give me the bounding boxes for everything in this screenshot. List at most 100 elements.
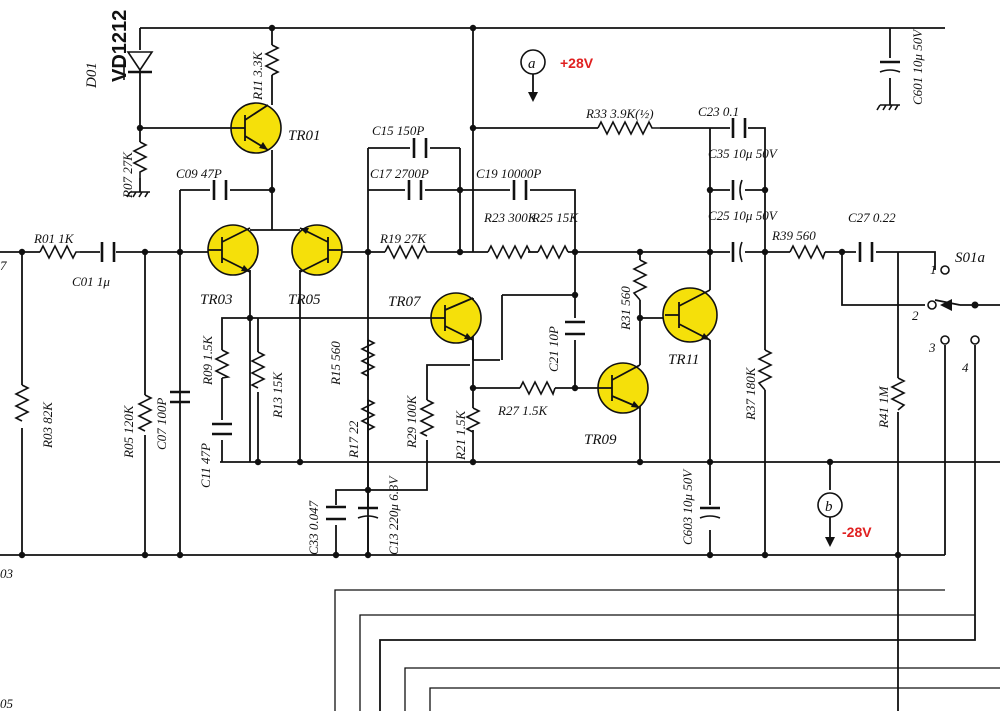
capacitor-c09 xyxy=(212,180,228,200)
r09-label: R09 1.5K xyxy=(200,335,215,386)
transistor-tr11: TR11 xyxy=(662,287,718,368)
r17-label: R17 22 xyxy=(346,420,361,459)
ground-symbols xyxy=(126,104,900,198)
r05-label: R05 120K xyxy=(121,404,136,459)
c21-label: C21 10P xyxy=(546,326,561,372)
resistor-r13 xyxy=(250,351,266,389)
c09-label: C09 47P xyxy=(176,166,222,181)
c23-label: C23 0.1 xyxy=(698,104,739,119)
tr07-label: TR07 xyxy=(388,294,422,310)
c601-label: C601 10μ 50V xyxy=(910,28,925,105)
diode-designator: D01 xyxy=(84,62,100,89)
tr01-label: TR01 xyxy=(288,128,321,144)
r39-label: R39 560 xyxy=(771,228,816,243)
capacitor-c21 xyxy=(565,320,585,336)
r21-label: R21 1.5K xyxy=(453,410,468,461)
resistor-r17 xyxy=(360,399,376,431)
capacitor-c19 xyxy=(512,180,528,200)
r13-label: R13 15K xyxy=(270,371,285,419)
c17-label: C17 2700P xyxy=(370,166,429,181)
capacitor-c07 xyxy=(170,390,190,404)
capacitor-c33 xyxy=(326,505,346,521)
resistor-r19 xyxy=(384,244,430,260)
resistor-r23 xyxy=(487,244,531,260)
c27-label: C27 0.22 xyxy=(848,210,896,225)
test-point-a: a +28V xyxy=(520,49,594,102)
resistor-r03 xyxy=(14,384,30,422)
edge-labels: 7 03 05 xyxy=(0,258,14,711)
c33-label: C33 0.047 xyxy=(306,500,321,555)
r27-label: R27 1.5K xyxy=(497,403,548,418)
r41-label: R41 1M xyxy=(876,385,891,429)
switch-position-4: 4 xyxy=(962,360,969,375)
capacitor-c23 xyxy=(731,118,747,138)
c13-label: C13 220μ 6.3V xyxy=(386,475,401,555)
resistor-r15 xyxy=(360,339,376,377)
r03-label: R03 82K xyxy=(40,401,55,449)
capacitor-c603-curve xyxy=(699,515,721,519)
r15-label: R15 560 xyxy=(328,341,343,386)
c19-label: C19 10000P xyxy=(476,166,541,181)
resistor-r09 xyxy=(214,349,231,379)
c07-label: C07 100P xyxy=(154,398,169,450)
switch-label: S01a xyxy=(955,250,985,266)
tr11-label: TR11 xyxy=(668,352,699,368)
diode-d01: D01 VD1212 xyxy=(84,10,154,89)
capacitors: C01 1μ C09 47P C07 100P C11 47P C15 150P… xyxy=(72,28,925,555)
resistor-r25 xyxy=(537,244,569,260)
test-point-b-letter: b xyxy=(825,499,833,515)
resistor-r27 xyxy=(519,380,556,397)
edge-label-bottom: 05 xyxy=(0,696,14,711)
capacitor-c01 xyxy=(100,242,116,262)
r23-label: R23 300K xyxy=(483,210,538,225)
rail-plus-28v: +28V xyxy=(560,55,594,71)
tr05-label: TR05 xyxy=(288,292,321,308)
capacitor-c601-curve xyxy=(879,69,901,73)
r33-label: R33 3.9K(½) xyxy=(585,106,654,121)
capacitor-c35-curve xyxy=(739,179,743,201)
rail-minus-28v: -28V xyxy=(842,524,872,540)
switch-s01a: S01a 1 2 3 4 xyxy=(912,250,985,375)
resistor-r01 xyxy=(39,244,80,260)
transistor-tr09: TR09 xyxy=(584,362,649,448)
wiring xyxy=(0,27,1000,711)
c35-label: C35 10μ 50V xyxy=(708,146,779,161)
r19-label: R19 27K xyxy=(379,231,427,246)
resistor-r07 xyxy=(132,141,148,178)
resistor-r05 xyxy=(137,394,153,432)
resistor-r11 xyxy=(264,44,280,76)
tr09-label: TR09 xyxy=(584,432,617,448)
r07-label: R07 27K xyxy=(120,151,135,199)
c25-label: C25 10μ 50V xyxy=(708,208,779,223)
test-point-b: b -28V xyxy=(817,492,872,547)
transistors: TR01 TR03 TR05 TR07 TR09 xyxy=(200,102,718,448)
transistor-tr01: TR01 xyxy=(230,102,321,154)
c15-label: C15 150P xyxy=(372,123,424,138)
c603-label: C603 10μ 50V xyxy=(680,468,695,545)
r11-label: R11 3.3K xyxy=(250,51,265,101)
junction-dots xyxy=(18,24,979,559)
test-point-a-letter: a xyxy=(528,56,536,72)
resistor-r39 xyxy=(789,244,826,261)
transistor-tr07: TR07 xyxy=(388,292,482,344)
capacitor-c17 xyxy=(407,180,423,200)
ground-icon xyxy=(126,191,150,198)
transistor-tr03: TR03 xyxy=(200,224,259,308)
switch-position-3: 3 xyxy=(928,340,936,355)
capacitor-c25-curve xyxy=(739,241,743,263)
r31-label: R31 560 xyxy=(618,286,633,331)
resistor-r29 xyxy=(419,399,435,437)
c11-label: C11 47P xyxy=(198,443,213,488)
r01-label: R01 1K xyxy=(33,231,75,246)
diode-part-number: VD1212 xyxy=(109,10,131,82)
r25-label: R25 15K xyxy=(531,210,579,225)
edge-label-top: 7 xyxy=(0,258,7,273)
r29-label: R29 100K xyxy=(404,394,419,449)
resistor-r41 xyxy=(890,377,906,411)
edge-label-mid: 03 xyxy=(0,566,14,581)
capacitor-c13-curve xyxy=(357,515,379,519)
resistor-r31 xyxy=(632,259,648,301)
capacitor-c27 xyxy=(858,242,874,262)
ground-icon xyxy=(876,104,900,111)
